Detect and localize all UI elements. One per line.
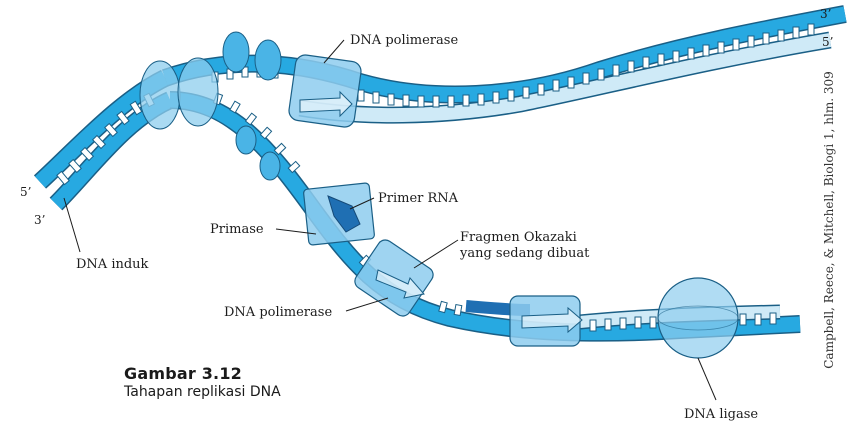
strand-end-right-5: 5’ [822,35,833,49]
helicase-ring [178,58,218,126]
strand-end-left-3: 3’ [34,213,45,227]
single-strand-binding-protein [260,152,280,180]
label-dna-polimerase-bottom: DNA polimerase [224,305,332,320]
label-primer-rna: Primer RNA [378,191,459,206]
figure-caption: Gambar 3.12 Tahapan replikasi DNA [124,364,281,400]
leader-fragmen-okazaki [414,240,458,268]
label-fragmen-okazaki-line2: yang sedang dibuat [459,246,590,261]
dna-polymerase-okazaki [510,296,582,346]
label-fragmen-okazaki-line1: Fragmen Okazaki [460,230,577,245]
strand-end-left-5: 5’ [20,185,31,199]
figure-description: Tahapan replikasi DNA [124,384,281,400]
strand-end-right-3: 3’ [820,7,831,21]
label-dna-polimerase-top: DNA polimerase [350,33,458,48]
helicase-complex [140,32,281,180]
leader-dna-polimerase-bottom [346,298,388,311]
label-dna-ligase: DNA ligase [684,407,758,422]
single-strand-binding-protein [255,40,281,80]
leader-dna-induk [64,198,80,252]
dna-polymerase-leading [288,54,363,129]
helicase-ring [140,61,180,129]
single-strand-binding-protein [236,126,256,154]
primase-enzyme [303,183,374,246]
source-credit: Campbell, Reece, & Mitchell, Biologi 1, … [822,71,836,369]
dna-ligase-enzyme [658,278,738,358]
leader-dna-ligase [698,358,716,400]
label-primase: Primase [210,222,264,237]
label-dna-induk: DNA induk [76,257,149,272]
single-strand-binding-protein [223,32,249,72]
figure-number: Gambar 3.12 [124,364,281,383]
